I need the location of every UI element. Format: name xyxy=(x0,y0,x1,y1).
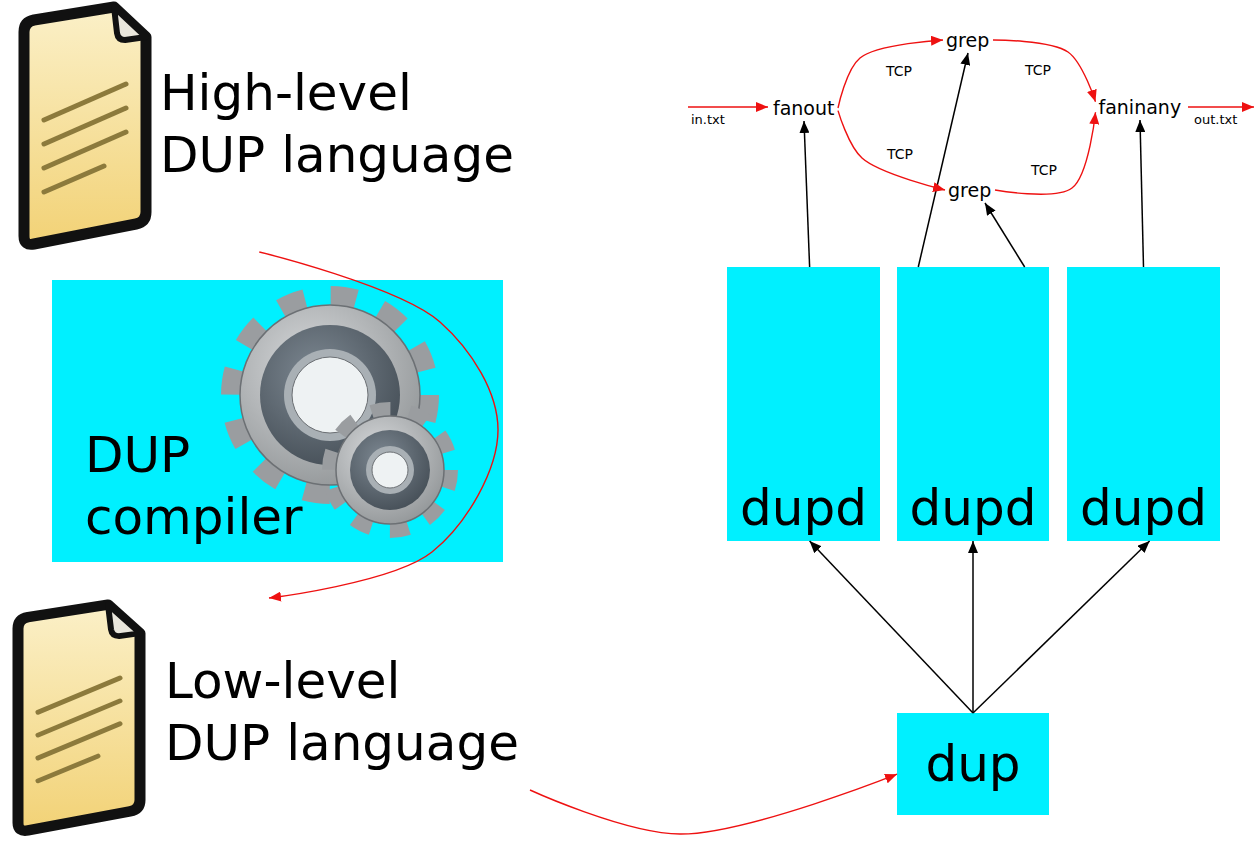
gear-hole xyxy=(292,357,368,433)
process-node: faninany xyxy=(1096,94,1185,120)
document-icon xyxy=(14,0,154,252)
edge-label: TCP xyxy=(1030,162,1058,178)
control-arrow xyxy=(985,203,1025,267)
node-title: DUP compiler xyxy=(85,424,304,548)
launcher-box: dup xyxy=(897,713,1049,815)
document-line xyxy=(38,756,98,781)
document-fold xyxy=(114,7,146,40)
node-label: faninany xyxy=(1099,96,1182,118)
document-node: Low-level DUP language xyxy=(8,598,530,838)
data-flow-arrow xyxy=(993,40,1096,102)
gear-hole xyxy=(372,452,408,488)
node-title: dupd xyxy=(910,478,1037,538)
node-title: dupd xyxy=(1080,478,1207,538)
daemon-box: dupd xyxy=(1067,267,1220,541)
data-flow-arrow xyxy=(530,774,897,834)
node-label: grep xyxy=(948,179,992,201)
edge-label: TCP xyxy=(1024,62,1052,78)
output-arrow xyxy=(1188,106,1254,107)
process-node: grep xyxy=(943,27,993,53)
control-arrow xyxy=(1140,120,1144,267)
daemon-box: dupd xyxy=(727,267,880,541)
process-node: fanout xyxy=(770,95,838,121)
file-label: in.txt xyxy=(690,112,726,127)
node-title: Low-level DUP language xyxy=(165,650,520,774)
node-title: High-level DUP language xyxy=(160,62,515,186)
control-arrow xyxy=(973,541,1150,713)
daemon-box: dupd xyxy=(897,267,1049,541)
document-node: High-level DUP language xyxy=(14,0,525,252)
document-line xyxy=(38,724,120,758)
document-page xyxy=(18,605,140,831)
gear-ring xyxy=(366,446,414,494)
data-flow-arrow xyxy=(259,252,498,598)
control-arrow xyxy=(972,541,974,713)
document-page xyxy=(24,7,146,244)
data-flow-arrow xyxy=(838,111,945,190)
file-label: out.txt xyxy=(1193,112,1238,127)
edge-label: TCP xyxy=(885,63,913,79)
control-arrow xyxy=(810,541,973,713)
control-arrow xyxy=(918,53,968,267)
process-node: grep xyxy=(945,177,995,203)
node-label: fanout xyxy=(773,97,835,119)
data-flow-arrow xyxy=(838,40,943,108)
gear-body xyxy=(336,416,444,524)
node-label: grep xyxy=(946,29,990,51)
gear-ring xyxy=(350,430,430,510)
document-fold xyxy=(108,605,140,636)
document-icon xyxy=(8,598,148,838)
gear-teeth xyxy=(330,410,450,530)
node-title: dupd xyxy=(740,478,867,538)
node-title: dup xyxy=(925,734,1020,794)
input-arrow xyxy=(688,106,768,107)
small-gear xyxy=(330,410,450,530)
data-flow-arrow xyxy=(995,112,1096,194)
document-line xyxy=(44,132,126,168)
edge-label: TCP xyxy=(886,146,914,162)
control-arrow xyxy=(804,121,810,267)
document-line xyxy=(44,166,104,192)
